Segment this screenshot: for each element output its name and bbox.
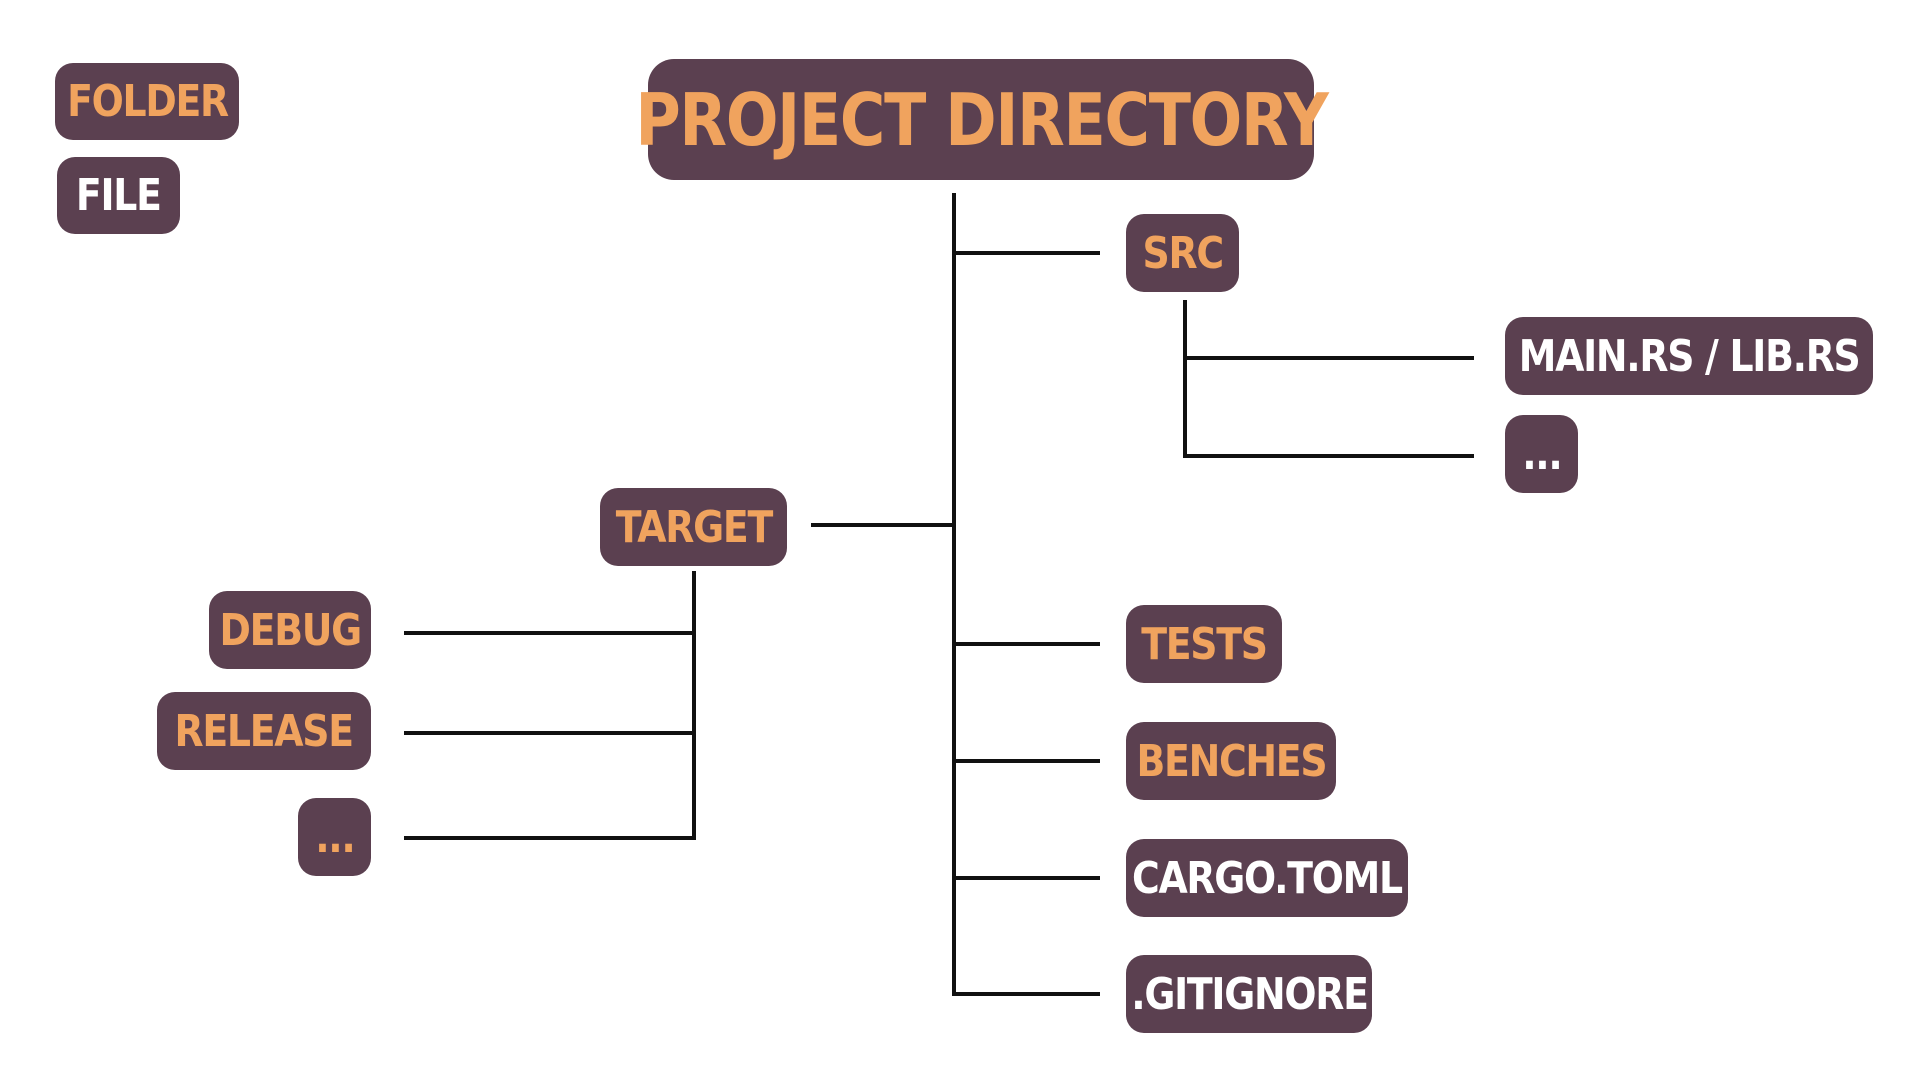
root-label: PROJECT DIRECTORY [634, 77, 1328, 162]
folder-tests: TESTS [1126, 605, 1282, 683]
src-label: SRC [1142, 227, 1224, 279]
release-label: RELEASE [174, 705, 355, 757]
tests-label: TESTS [1141, 618, 1268, 670]
file-cargo-toml: CARGO.TOML [1126, 839, 1408, 917]
main-rs-label: MAIN.RS / LIB.RS [1518, 330, 1861, 382]
folder-src: SRC [1126, 214, 1239, 292]
src-more-label: ... [1521, 428, 1563, 480]
gitignore-label: .GITIGNORE [1130, 968, 1369, 1020]
folder-release: RELEASE [157, 692, 371, 770]
debug-label: DEBUG [219, 604, 362, 656]
folder-target: TARGET [600, 488, 787, 566]
cargo-toml-label: CARGO.TOML [1132, 852, 1403, 904]
legend-file: FILE [57, 157, 180, 234]
legend-folder-label: FOLDER [66, 76, 229, 127]
target-label: TARGET [615, 501, 773, 553]
folder-benches: BENCHES [1126, 722, 1336, 800]
src-more-items: ... [1505, 415, 1578, 493]
target-more-items: ... [298, 798, 371, 876]
target-more-label: ... [314, 811, 356, 863]
root-project-directory: PROJECT DIRECTORY [635, 59, 1328, 180]
legend-file-label: FILE [76, 170, 162, 221]
file-gitignore: .GITIGNORE [1126, 955, 1372, 1033]
benches-label: BENCHES [1136, 735, 1327, 787]
file-main-rs-lib-rs: MAIN.RS / LIB.RS [1505, 317, 1873, 395]
legend-folder: FOLDER [55, 63, 239, 140]
folder-debug: DEBUG [209, 591, 371, 669]
